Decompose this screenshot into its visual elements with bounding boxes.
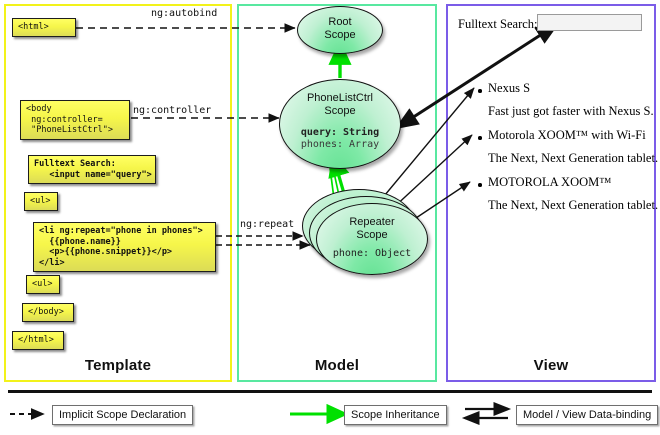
phone-name: Motorola XOOM™ with Wi-Fi: [488, 128, 646, 142]
phone-snippet: The Next, Next Generation tablet.: [488, 151, 659, 165]
legend-divider: [8, 390, 652, 393]
scope-root: Root Scope: [297, 6, 383, 54]
column-label-template: Template: [84, 357, 152, 374]
legend-label-model-view-data-binding: Model / View Data-binding: [516, 405, 659, 425]
code-box-body-open: <body ng:controller= "PhoneListCtrl">: [20, 100, 130, 140]
search-input[interactable]: [537, 14, 642, 31]
scope-phonelistctrl: PhoneListCtrl Scope query: String phones…: [279, 79, 401, 169]
phone-name: Nexus S: [488, 81, 531, 95]
scope-repeater-prop-phone: phone: Object: [332, 248, 412, 259]
phone-snippet: Fast just got faster with Nexus S.: [488, 104, 654, 118]
code-box-li-repeat: <li ng:repeat="phone in phones"> {{phone…: [33, 222, 216, 272]
code-box-fulltext-search: Fulltext Search: <input name="query">: [28, 155, 156, 184]
list-bullet: [478, 136, 482, 140]
code-box-html-open: <html>: [12, 18, 76, 37]
legend-label-implicit-scope-declaration: Implicit Scope Declaration: [52, 405, 194, 425]
scope-root-line1: Root: [328, 16, 352, 28]
phone-name: MOTOROLA XOOM™: [488, 175, 612, 189]
scope-repeater-line1: Repeater: [349, 216, 395, 228]
column-label-view: View: [533, 357, 569, 374]
scope-repeater: Repeater Scope phone: Object: [316, 203, 428, 275]
list-bullet: [478, 183, 482, 187]
view-search-label: Fulltext Search:: [458, 17, 538, 31]
scope-phonelistctrl-line1: PhoneListCtrl: [306, 92, 374, 104]
phone-snippet: The Next, Next Generation tablet.: [488, 198, 659, 212]
column-view: View: [446, 4, 656, 382]
scope-phonelistctrl-prop-query: query: String: [300, 127, 380, 138]
label-ng-repeat: ng:repeat: [240, 219, 295, 230]
label-ng-controller: ng:controller: [133, 105, 212, 116]
code-box-ul-close: <ul>: [26, 275, 60, 294]
scope-phonelistctrl-line2: Scope: [324, 105, 356, 117]
scope-root-line2: Scope: [324, 29, 356, 41]
list-bullet: [478, 89, 482, 93]
column-label-model: Model: [314, 357, 360, 374]
scope-phonelistctrl-prop-phones: phones: Array: [300, 139, 380, 150]
code-box-body-close: </body>: [22, 303, 74, 322]
legend-label-scope-inheritance: Scope Inheritance: [344, 405, 447, 425]
label-ng-autobind: ng:autobind: [151, 8, 218, 19]
scope-repeater-line2: Scope: [356, 229, 388, 241]
code-box-html-close: </html>: [12, 331, 64, 350]
code-box-ul-open: <ul>: [24, 192, 58, 211]
